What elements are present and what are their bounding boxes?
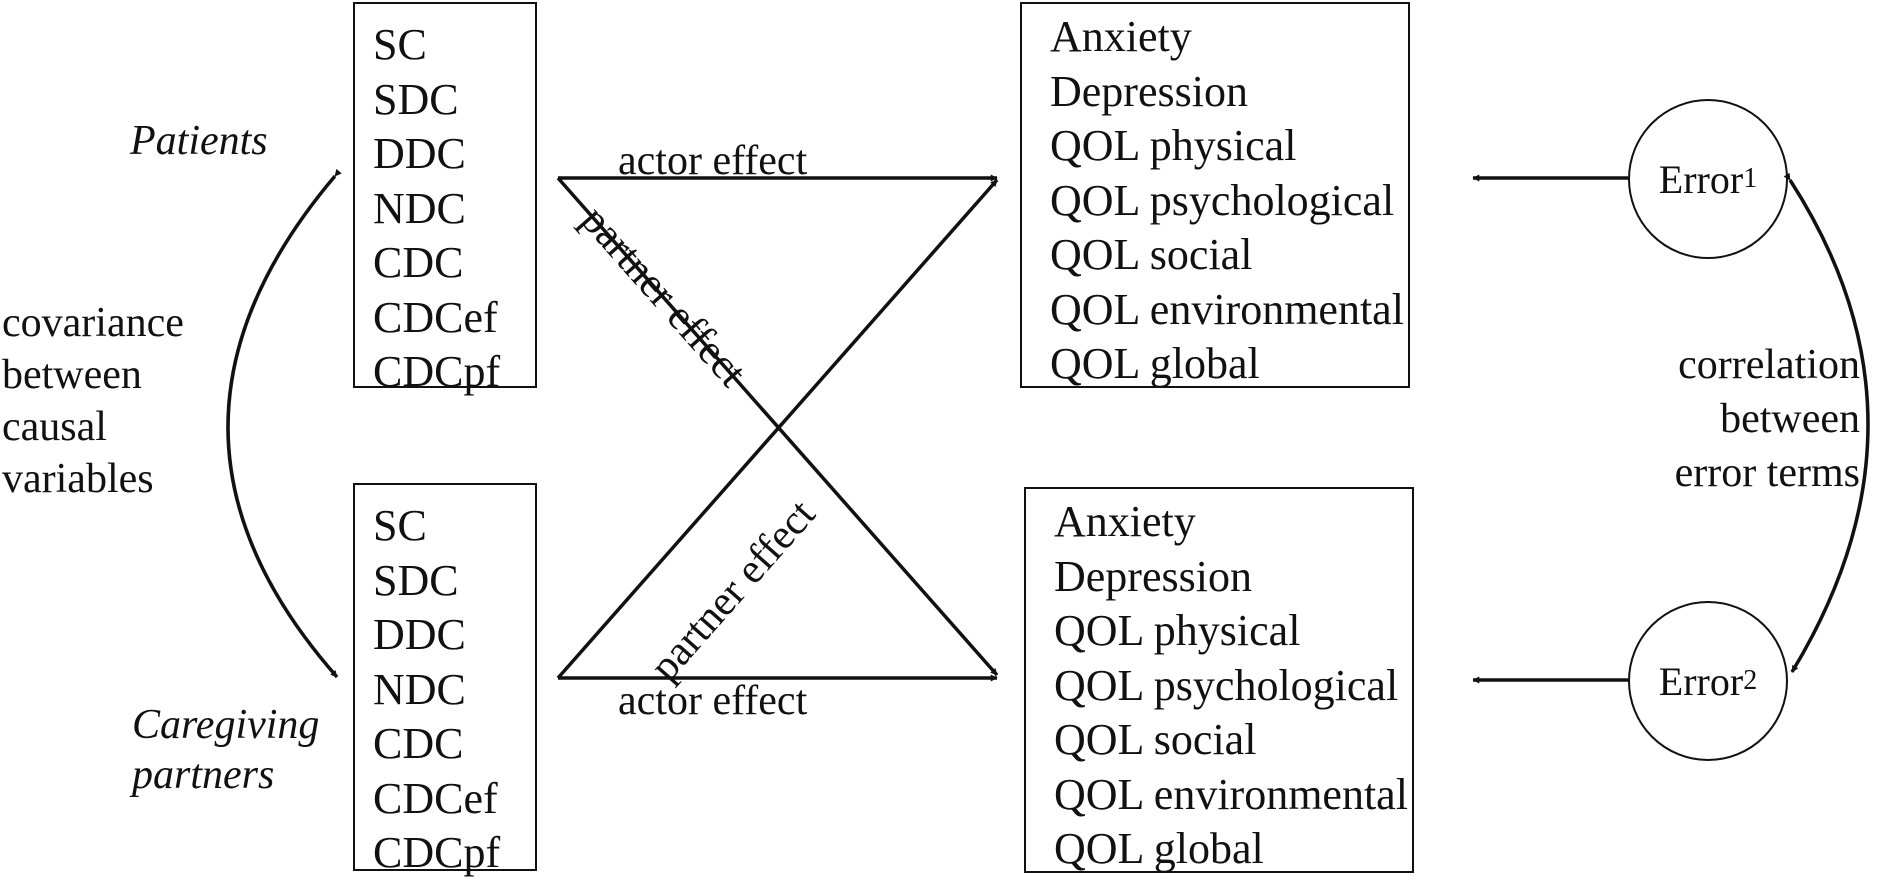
error2-text: Error xyxy=(1658,658,1744,704)
partners-outcome-item: QOL environmental xyxy=(1054,769,1408,819)
patients-label: Patients xyxy=(130,118,268,164)
patients-outcome-item: QOL psychological xyxy=(1050,175,1395,225)
partners-predictor-item: CDCpf xyxy=(373,828,501,877)
error2-subscript: 2 xyxy=(1743,665,1758,696)
partners-predictor-item: DDC xyxy=(373,610,466,659)
error1-subscript: 1 xyxy=(1743,163,1758,194)
actor-effect-top-label: actor effect xyxy=(618,138,808,184)
partners-outcome-item: QOL global xyxy=(1054,824,1264,873)
patients-predictor-item: CDCpf xyxy=(373,347,501,396)
partners-predictor-item: SDC xyxy=(373,555,459,605)
patients-outcome-item: Depression xyxy=(1050,66,1248,116)
patients-predictor-item: DDC xyxy=(373,129,466,178)
patients-outcome-item: Anxiety xyxy=(1050,12,1192,61)
patients-outcome-item: QOL global xyxy=(1050,339,1260,388)
covariance-label-line2: between xyxy=(2,352,142,398)
partners-label-line2: partners xyxy=(132,752,275,798)
partners-predictor-item: NDC xyxy=(373,664,466,714)
correlation-label-line1: correlation xyxy=(1678,342,1860,388)
patients-predictor-item: NDC xyxy=(373,183,466,233)
partners-outcome-item: QOL physical xyxy=(1054,606,1301,655)
partner-effect-bottom-arrow xyxy=(556,178,999,680)
patients-outcome-item: QOL environmental xyxy=(1050,284,1404,334)
patients-predictor-item: CDC xyxy=(373,238,464,287)
partners-outcome-item: QOL social xyxy=(1054,715,1257,764)
covariance-label-line3: causal xyxy=(2,404,107,450)
partners-outcome-item: Anxiety xyxy=(1054,497,1196,546)
covariance-label-line1: covariance xyxy=(2,300,184,346)
covariance-label-line4: variables xyxy=(2,456,154,502)
actor-effect-bottom-label: actor effect xyxy=(618,678,808,724)
partners-label-line1: Caregiving xyxy=(132,702,320,748)
partners-outcome-item: QOL psychological xyxy=(1054,660,1399,710)
partners-predictor-item: SC xyxy=(373,501,427,550)
partners-outcome-item: Depression xyxy=(1054,551,1252,601)
patients-outcome-item: QOL social xyxy=(1050,230,1253,279)
partners-predictor-item: CDC xyxy=(373,719,464,768)
correlation-arc xyxy=(1783,172,1870,673)
covariance-arc xyxy=(226,168,342,679)
patients-predictor-item: CDCef xyxy=(373,292,498,342)
patients-predictor-item: SC xyxy=(373,20,427,69)
patients-outcome-item: QOL physical xyxy=(1050,121,1297,170)
error1-text: Error xyxy=(1658,156,1744,202)
patients-predictor-item: SDC xyxy=(373,74,459,124)
correlation-label-line2: between xyxy=(1720,396,1860,442)
partners-predictor-item: CDCef xyxy=(373,773,498,823)
correlation-label-line3: error terms xyxy=(1674,450,1860,496)
